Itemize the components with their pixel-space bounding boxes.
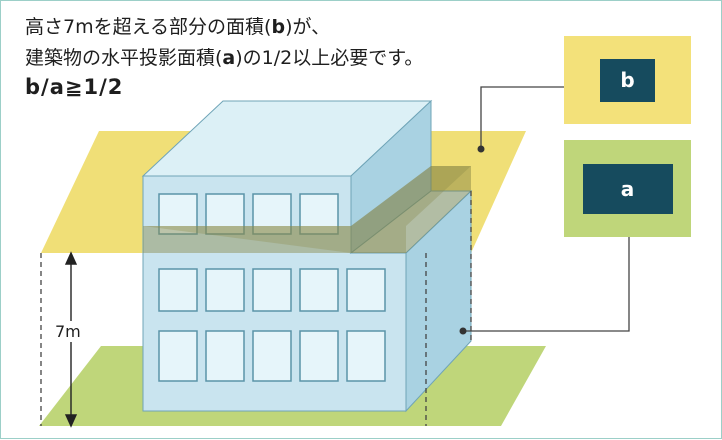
section-band-top [143, 166, 471, 253]
legend-swatch-a: a [582, 163, 673, 214]
caption-var-b: b [271, 16, 286, 38]
caption-line-1-suffix: )が、 [285, 16, 331, 38]
caption-line-1-prefix: 高さ7mを超える部分の面積( [25, 16, 272, 38]
formula: b/a≧1/2 [25, 75, 124, 99]
leader-dot-a [459, 327, 467, 335]
caption-line-2: 建築物の水平投影面積(a)の1/2以上必要です。 [25, 43, 423, 70]
height-label: 7m [53, 321, 83, 342]
caption-line-2-prefix: 建築物の水平投影面積( [25, 47, 223, 69]
windows-upper [158, 193, 339, 235]
section-band-front [143, 226, 351, 253]
windows-lower [158, 330, 386, 382]
caption-line-1: 高さ7mを超える部分の面積(b)が、 [25, 12, 330, 39]
caption-var-a: a [222, 47, 236, 69]
leader-dot-b [477, 145, 485, 153]
legend-box-b: b [564, 36, 691, 124]
legend-swatch-b: b [600, 58, 655, 102]
windows-middle [158, 268, 386, 312]
section-band-side [351, 166, 471, 253]
caption-line-2-suffix: )の1/2以上必要です。 [235, 47, 424, 69]
dashed-guides [40, 191, 472, 426]
legend-box-a: a [564, 140, 691, 237]
legend-leaders [463, 86, 630, 332]
